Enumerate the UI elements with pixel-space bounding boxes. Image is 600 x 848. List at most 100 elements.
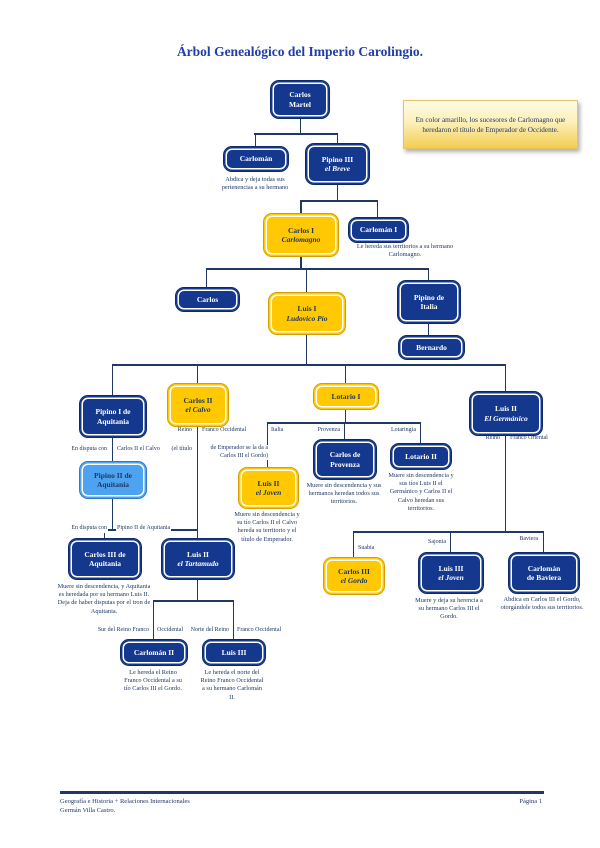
node-pipino-ii-de-aquitania: Pipino II de Aquitania [79, 461, 147, 499]
legend-box: En color amarillo, los sucesores de Carl… [403, 100, 578, 149]
node-label: Aquitania [96, 416, 130, 426]
node-label: Lotario II [405, 451, 437, 461]
branch-label-reino-occidental-right: Franco Occidental [201, 427, 248, 435]
connector-line [449, 531, 451, 552]
connector-line [300, 200, 302, 213]
node-carloman-de-baviera: Carlomán de Baviera [508, 552, 580, 594]
connector-line [542, 531, 544, 552]
node-label: Pipino de [413, 292, 445, 302]
branch-label-suabia: Suabia [357, 545, 376, 553]
connector-line [254, 133, 256, 146]
node-pipino-iii: Pipino III el Breve [305, 143, 370, 185]
node-label: Carlos III de [84, 549, 126, 559]
node-bernardo: Bernardo [398, 335, 465, 360]
node-label: Luis III [438, 563, 464, 573]
branch-label-reino-oriental-right: Franco Oriental [509, 435, 549, 443]
branch-label-sur-left: Sur del Reino Franco [96, 627, 150, 635]
connector-line [111, 364, 113, 395]
node-carloman-ii: Carlomán II [120, 639, 188, 666]
connector-line [376, 200, 378, 217]
branch-label-italia: Italia [270, 427, 285, 435]
connector-line [111, 497, 113, 529]
note-lotario-ii: Muere sin descendencia y sus tíos Luis I… [388, 472, 454, 512]
footer-page-number: Página 1 [519, 798, 542, 805]
node-carloman: Carlomán [223, 146, 289, 172]
node-label: de Baviera [526, 573, 562, 582]
node-carloman-i: Carlomán I [348, 217, 409, 243]
node-carlos-ii-el-calvo: Carlos II el Calvo [167, 383, 229, 427]
node-carlos-iii-de-aquitania: Carlos III de Aquitania [68, 538, 142, 580]
node-label: Aquitania [96, 480, 130, 489]
connector-line [196, 578, 198, 600]
note-carloman: Abdica y deja todas sus pertenencias a s… [221, 176, 289, 192]
node-epithet: el Breve [324, 164, 351, 173]
branch-label-norte-left: Norte del Reino [189, 627, 230, 635]
node-epithet: El Germánico [484, 413, 528, 423]
node-carlos-iii-el-gordo: Carlos III el Gordo [323, 557, 385, 595]
branch-label-norte-right: Franco Occidental [236, 627, 283, 635]
node-label: Carlomán [527, 563, 561, 573]
node-epithet: el Joven [438, 573, 464, 582]
branch-label-lotaringia: Lotaringia [390, 427, 417, 435]
branch-label-baviera: Baviera [518, 536, 539, 544]
footer-subject: Geografía e Historia + Relaciones Intern… [60, 798, 190, 805]
connector-line [266, 422, 268, 467]
node-label: Luis I [297, 304, 317, 313]
note-carlos-de-provenza: Muere sin descendencia y sus hermanos he… [306, 482, 382, 506]
connector-line [504, 364, 506, 391]
page-title: Árbol Genealógico del Imperio Carolingio… [176, 44, 424, 59]
node-label: Carlos I [287, 225, 315, 235]
connector-line [504, 434, 506, 531]
node-label: Carlomán II [133, 647, 175, 657]
node-label: Lotario I [331, 391, 361, 401]
node-epithet: el Calvo [185, 405, 211, 414]
connector-line [232, 600, 234, 639]
connector-line [336, 183, 338, 200]
connector-line [205, 268, 207, 287]
branch-label-sur-right: Occidental [156, 627, 184, 635]
connector-line [300, 255, 302, 268]
node-label: Bernardo [416, 342, 447, 352]
branch-label-provenza: Provenza [316, 427, 341, 435]
node-label: Carlos II [183, 395, 213, 405]
branch-label-titulo-left: (el título [170, 446, 193, 454]
node-label: Provenza [330, 459, 360, 469]
connector-line [343, 422, 345, 439]
connector-line [254, 133, 338, 135]
connector-line [336, 133, 338, 144]
note-carloman-i: Le hereda sus territorios a su hermano C… [356, 243, 454, 259]
node-epithet: el Tartamudo [177, 559, 219, 568]
connector-line [300, 200, 378, 202]
node-label: Carlomán I [359, 225, 398, 235]
node-label: Carlos [196, 294, 219, 304]
connector-line [111, 436, 113, 461]
node-label: Carlos de [329, 450, 361, 459]
node-luis-i-ludovico-pio: Luis I Ludovico Pío [268, 292, 346, 335]
note-luis-ii-el-joven: Muere sin descendencia y su tío Carlos I… [234, 511, 300, 543]
connector-line [196, 364, 198, 383]
node-label: Pipino I de [95, 407, 131, 416]
node-carlos-i-carlomagno: Carlos I Carlomagno [263, 213, 339, 257]
node-label: Luis III [221, 647, 247, 657]
node-carlos-de-provenza: Carlos de Provenza [313, 439, 377, 480]
branch-label-disputa-carlos-right: Carlos II el Calvo [116, 446, 161, 454]
node-epithet: el Gordo [340, 576, 368, 585]
node-luis-iii: Luis III [202, 639, 266, 666]
node-label: Carlos III [338, 566, 370, 576]
node-label: Luis II [495, 404, 517, 413]
note-carloman-de-baviera: Abdica en Carlos III el Gordo, otorgándo… [500, 596, 584, 612]
node-lotario-ii: Lotario II [390, 443, 452, 470]
branch-label-disputa-pipino-right: Pipino II de Aquitania [116, 525, 172, 533]
note-luis-iii: Le hereda el norte del Reino Franco Occi… [200, 669, 264, 701]
connector-line [352, 531, 354, 557]
note-carloman-ii: Le hereda el Reino Franco Occidental a s… [124, 669, 182, 693]
branch-label-reino-occidental-left: Reino [176, 427, 193, 435]
connector-line [427, 322, 429, 335]
connector-line [112, 364, 506, 366]
node-luis-ii-el-joven: Luis II el Joven [238, 467, 299, 509]
branch-label-titulo-right: de Emperador se la da a Carlos III el Go… [201, 445, 269, 460]
note-luis-iii-el-joven: Muere y deja su herencia a su hermano Ca… [415, 597, 483, 621]
node-luis-ii-el-germanico: Luis II El Germánico [469, 391, 543, 436]
connector-line [344, 364, 346, 383]
